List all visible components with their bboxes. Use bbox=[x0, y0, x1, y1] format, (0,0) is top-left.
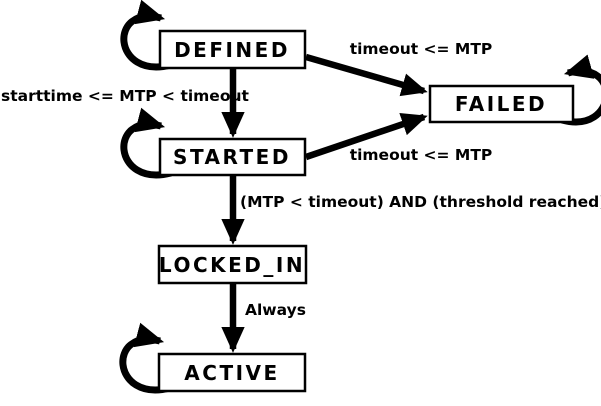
transition-started-lockedin-label: (MTP < timeout) AND (threshold reached) bbox=[240, 193, 601, 211]
transition-started-failed-label: timeout <= MTP bbox=[350, 146, 493, 164]
state-active-label: ACTIVE bbox=[184, 361, 279, 385]
self-loop-defined-arrow bbox=[120, 0, 172, 71]
state-locked-in: LOCKED_IN bbox=[157, 244, 308, 285]
state-active: ACTIVE bbox=[157, 352, 307, 393]
state-defined: DEFINED bbox=[158, 29, 307, 70]
transition-defined-failed-label: timeout <= MTP bbox=[350, 40, 493, 58]
self-loop-started-arrow bbox=[120, 107, 172, 179]
state-active-box bbox=[157, 352, 307, 393]
self-loop-failed-arrow bbox=[561, 54, 601, 126]
state-failed-label: FAILED bbox=[455, 92, 547, 116]
state-started-box bbox=[158, 137, 307, 177]
state-defined-box bbox=[158, 29, 307, 70]
state-failed: FAILED bbox=[428, 84, 575, 124]
self-loop-active-arrow bbox=[119, 322, 171, 394]
state-failed-box bbox=[428, 84, 575, 124]
transition-started-failed-arrow bbox=[304, 113, 428, 161]
state-locked-in-box bbox=[157, 244, 308, 285]
state-locked-in-label: LOCKED_IN bbox=[159, 253, 305, 277]
transition-lockedin-active-label: Always bbox=[245, 301, 306, 319]
transition-defined-failed-arrow bbox=[305, 53, 428, 97]
transition-defined-started-label: starttime <= MTP < timeout bbox=[1, 87, 250, 105]
state-started-label: STARTED bbox=[173, 145, 291, 169]
state-started: STARTED bbox=[158, 137, 307, 177]
state-defined-label: DEFINED bbox=[174, 38, 290, 62]
